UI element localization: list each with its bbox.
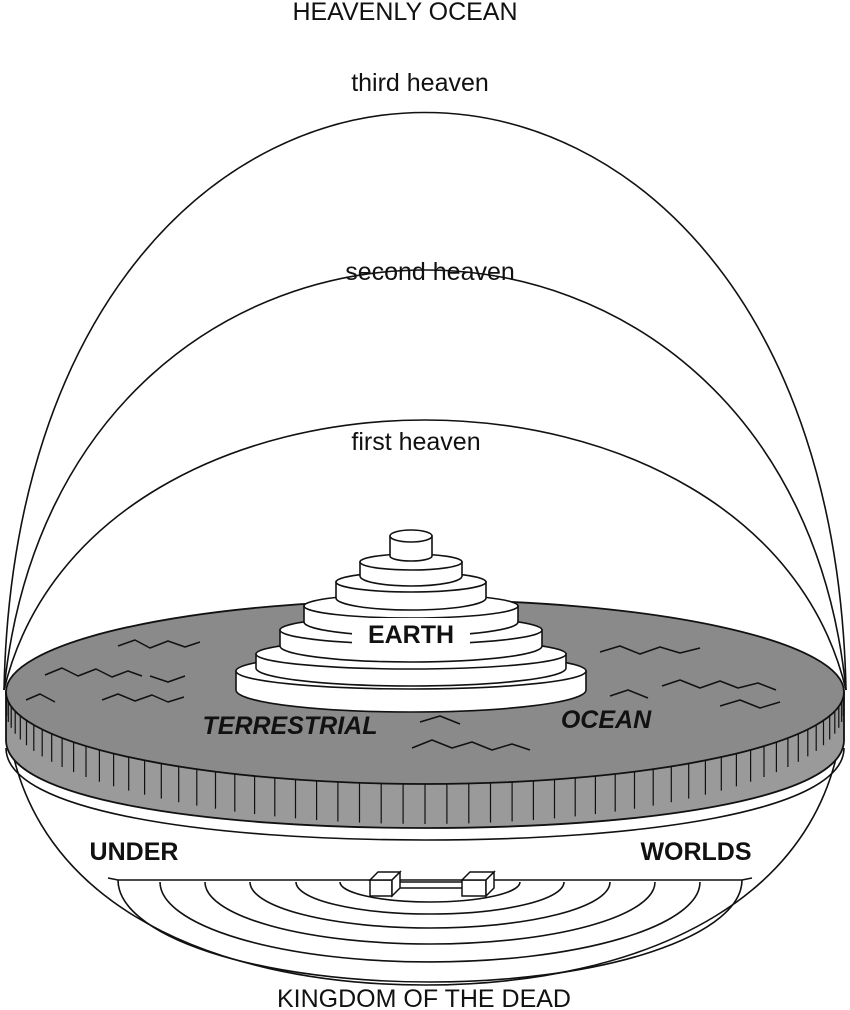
ocean-waves bbox=[25, 639, 781, 751]
label-under: UNDER bbox=[90, 838, 179, 866]
underworld-arcs bbox=[107, 877, 753, 983]
label-kingdom-of-the-dead: KINGDOM OF THE DEAD bbox=[277, 985, 571, 1010]
earth-label-backdrop bbox=[352, 618, 470, 648]
rim-ticks bbox=[5, 696, 845, 824]
underworld-bowl-outline bbox=[5, 689, 845, 986]
first-heaven-dome bbox=[3, 419, 847, 691]
label-third-heaven: third heaven bbox=[351, 69, 489, 97]
label-earth: EARTH bbox=[368, 621, 454, 649]
underworld-gate-structure bbox=[368, 870, 496, 898]
label-worlds: WORLDS bbox=[640, 838, 751, 866]
label-first-heaven: first heaven bbox=[351, 428, 480, 456]
earth-tier-7 bbox=[389, 535, 433, 562]
second-heaven-dome bbox=[3, 269, 847, 691]
label-second-heaven: second heaven bbox=[345, 258, 515, 286]
earth-mountain bbox=[235, 529, 587, 713]
label-ocean: OCEAN bbox=[561, 706, 652, 734]
third-heaven-dome bbox=[3, 111, 847, 691]
rim-lower-edge bbox=[5, 747, 845, 841]
earth-tier-7-top bbox=[389, 529, 433, 543]
label-heavenly-ocean: HEAVENLY OCEAN bbox=[292, 0, 517, 26]
label-terrestrial: TERRESTRIAL bbox=[203, 712, 378, 740]
